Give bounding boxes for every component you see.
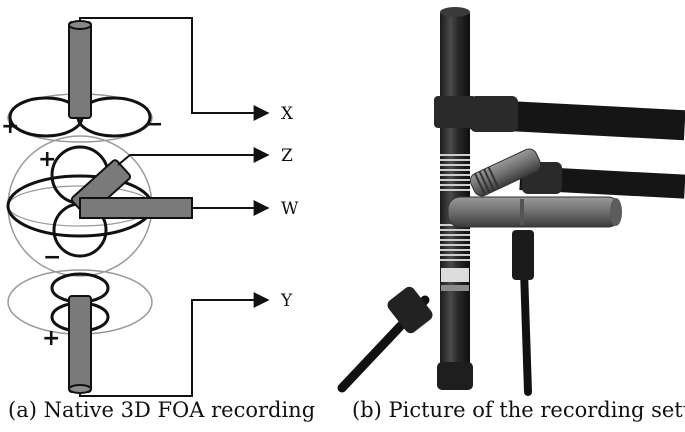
signal-arrows (79, 17, 270, 397)
caption-recording-setup-picture: (b) Picture of the recording setup (352, 398, 685, 422)
y-microphone-capsule (68, 295, 92, 393)
horizontal-microphone (447, 196, 621, 228)
horizontal-microphone-ring (520, 199, 524, 225)
x-plus-sign: + (1, 114, 19, 139)
y-capsule-bottom (68, 384, 92, 394)
z-minus-sign: − (43, 245, 61, 270)
column-base (437, 362, 473, 390)
y-pattern-group: + (7, 269, 153, 394)
y-plus-sign: + (42, 326, 60, 351)
z-plus-sign: + (38, 147, 56, 172)
caption-native-foa-recording: (a) Native 3D FOA recording (8, 398, 316, 422)
x-wire (79, 17, 270, 121)
upper-capsule-grille (440, 154, 470, 191)
horizontal-microphone-tip (610, 198, 622, 226)
x-microphone-capsule (68, 21, 92, 119)
column-coupler (434, 96, 476, 128)
column-label-band-lower (441, 285, 469, 291)
column-top-cap (440, 7, 470, 17)
column-label-band (441, 268, 469, 282)
x-pattern-group: + − (1, 20, 163, 143)
z-output-label: Z (281, 146, 293, 166)
boom-arm-top (469, 99, 685, 141)
y-wire (79, 292, 270, 397)
stand-mount (512, 230, 534, 280)
x-output-label: X (281, 104, 294, 124)
angled-microphone (469, 148, 542, 197)
w-microphone-capsule (79, 197, 193, 219)
x-capsule-top (68, 20, 92, 30)
z-wire (117, 147, 270, 166)
x-minus-sign: − (145, 112, 163, 137)
y-output-label: Y (280, 291, 293, 311)
zw-pattern-group: + − (6, 135, 193, 277)
w-output-label: W (281, 199, 299, 219)
boom-clamp-top (470, 96, 518, 132)
recording-setup-photo (337, 7, 685, 396)
tripod-clamp-left (387, 286, 433, 334)
foa-diagram: + − + − + (1, 17, 299, 397)
